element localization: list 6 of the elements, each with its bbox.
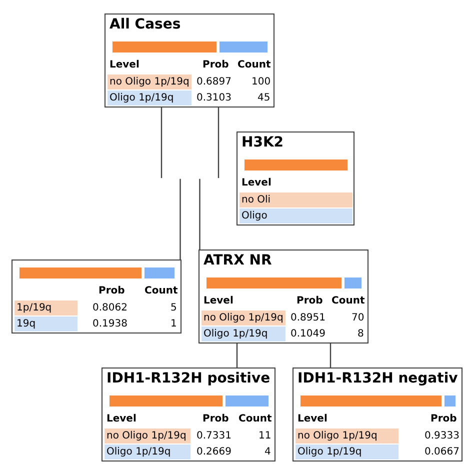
connector [236,342,238,368]
connector [218,106,220,178]
connector [330,342,332,368]
connector [199,178,200,250]
connector [160,106,162,178]
connector [180,178,181,260]
